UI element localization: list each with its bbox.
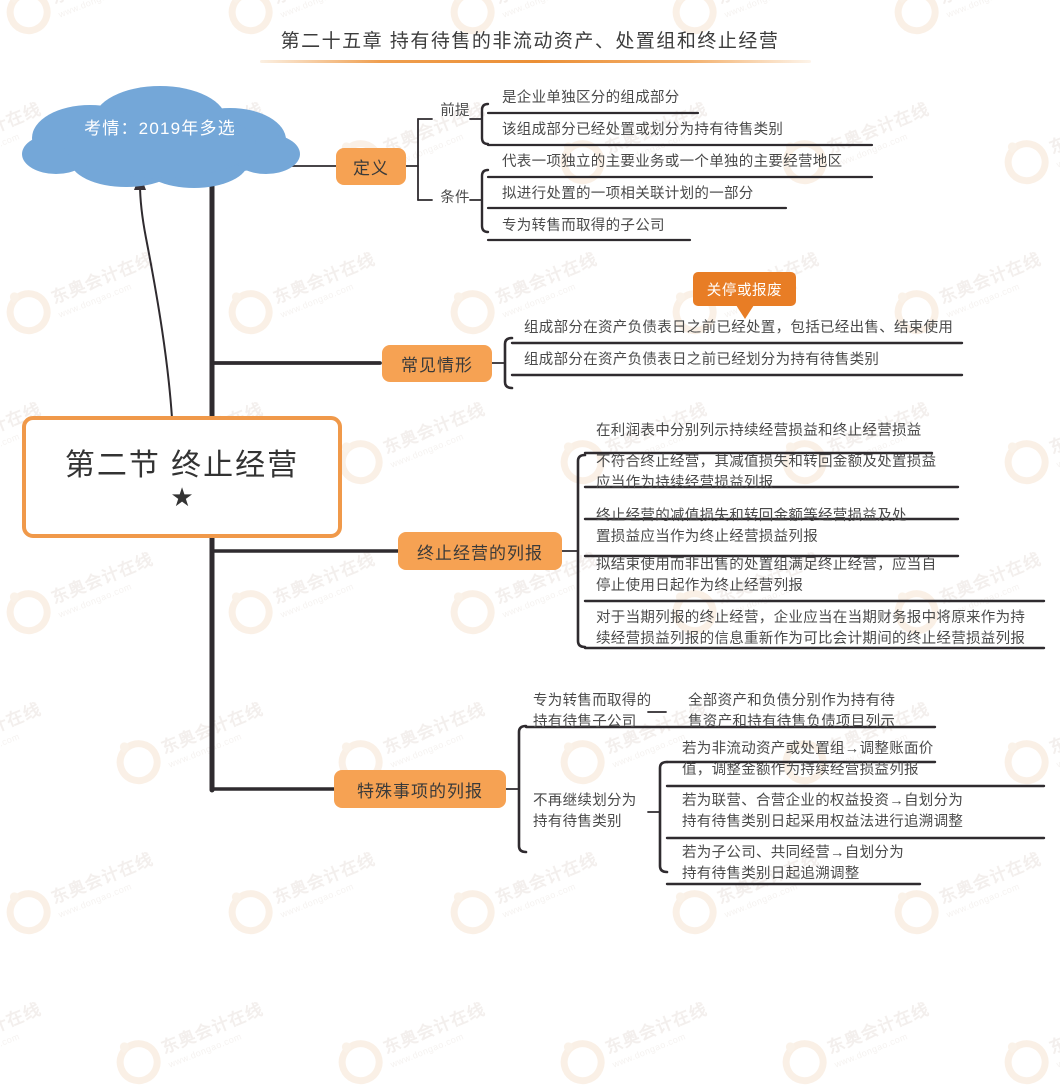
title-underline — [260, 60, 811, 63]
central-node[interactable]: 第二节 终止经营 ★ — [22, 416, 342, 538]
common-cases-item-2: 组成部分在资产负债表日之前已经划分为持有待售类别 — [524, 352, 880, 368]
branch-badge-common-cases[interactable]: 常见情形 — [382, 345, 492, 382]
discontinued-item-5: 对于当期列报的终止经营，企业应当在当期财务报中将原来作为持 续经营损益列报的信息… — [596, 610, 1026, 647]
central-node-title: 第二节 终止经营 — [64, 449, 300, 482]
special-no-longer-item-2: 若为联营、合营企业的权益投资→自划分为 持有待售类别日起采用权益法进行追溯调整 — [682, 793, 964, 830]
branch-badge-definition[interactable]: 定义 — [336, 148, 406, 185]
cloud-shape — [22, 86, 300, 188]
star-icon: ★ — [170, 482, 194, 512]
discontinued-item-1: 在利润表中分别列示持续经营损益和终止经营损益 — [596, 423, 922, 439]
definition-condition-item-1: 代表一项独立的主要业务或一个单独的主要经营地区 — [502, 154, 843, 170]
definition-premise-item-2: 该组成部分已经处置或划分为持有待售类别 — [502, 122, 784, 138]
branch-badge-special-items[interactable]: 特殊事项的列报 — [334, 770, 506, 808]
discontinued-item-2: 不符合终止经营，其减值损失和转回金额及处置损益 应当作为持续经营损益列报 — [596, 454, 937, 491]
common-cases-item-1: 组成部分在资产负债表日之前已经处置，包括已经出售、结束使用 — [524, 320, 954, 336]
special-group-label-no-longer-held-for-sale: 不再继续划分为 持有待售类别 — [533, 793, 637, 830]
page-title: 第二十五章 持有待售的非流动资产、处置组和终止经营 — [280, 31, 780, 52]
cloud-label: 考情：2019年多选 — [84, 119, 236, 138]
definition-premise-item-1: 是企业单独区分的组成部分 — [502, 90, 680, 106]
special-resale-subsidiary-item-1: 全部资产和负债分别作为持有待 售资产和持有待售负债项目列示 — [688, 693, 896, 730]
discontinued-item-4: 拟结束使用而非出售的处置组满足终止经营，应当自 停止使用日起作为终止经营列报 — [596, 557, 937, 594]
definition-group-label-premise: 前提 — [440, 103, 470, 119]
discontinued-item-3: 终止经营的减值损失和转回金额等经营损益及处 置损益应当作为终止经营损益列报 — [596, 508, 907, 545]
definition-condition-item-2: 拟进行处置的一项相关联计划的一部分 — [502, 186, 754, 202]
definition-condition-item-3: 专为转售而取得的子公司 — [502, 218, 665, 234]
callout-shutdown-or-scrap: 关停或报废 — [693, 272, 796, 319]
special-group-label-resale-subsidiary: 专为转售而取得的 持有待售子公司 — [533, 693, 652, 730]
special-no-longer-item-1: 若为非流动资产或处置组→调整账面价 值，调整金额作为持续经营损益列报 — [682, 741, 934, 778]
branch-badge-discontinued-presentation[interactable]: 终止经营的列报 — [398, 532, 562, 570]
special-no-longer-item-3: 若为子公司、共同经营→自划分为 持有待售类别日起追溯调整 — [682, 845, 904, 882]
definition-group-label-condition: 条件 — [440, 190, 470, 206]
connector-lines — [134, 102, 1046, 886]
